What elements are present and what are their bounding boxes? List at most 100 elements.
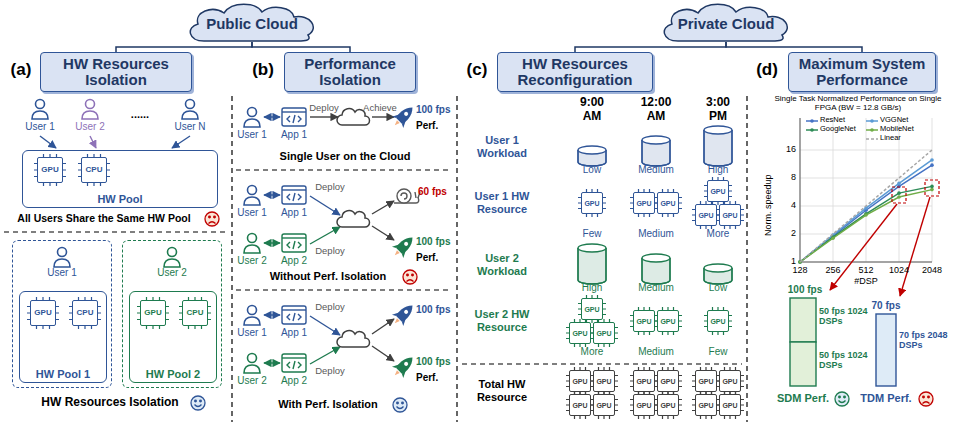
rocket-flame [393, 250, 399, 256]
text-label: 100 fps [416, 236, 454, 248]
face-mouth [923, 402, 930, 404]
node-text: HW Resources Reconfiguration [504, 56, 646, 89]
rocket-fins [392, 241, 409, 258]
face-eye [412, 274, 414, 276]
text-label: Deploy [310, 182, 350, 193]
text-label: User 1 [232, 207, 272, 219]
section-divider [236, 169, 452, 170]
row-header: User 2 HW Resource [462, 308, 542, 333]
legend-text: GoogleNet [820, 125, 856, 134]
text-label: Medium [630, 228, 682, 240]
user-body [32, 111, 48, 119]
user-head [248, 234, 257, 243]
database-icon [704, 264, 732, 284]
gpu-chip: GPU [633, 370, 655, 392]
axis-tick: 4 [776, 200, 796, 210]
rocket-body [395, 354, 416, 375]
node-text: GPU [596, 402, 611, 409]
user-head [168, 248, 177, 257]
text-label: User 2 [232, 375, 272, 387]
tree-connector [575, 42, 726, 52]
axis-tick: 2 [776, 228, 796, 238]
chip-pins [566, 367, 594, 395]
sad-face [205, 212, 219, 226]
gpu-chip: GPU [569, 394, 591, 416]
db-side [578, 248, 606, 284]
rocket-body [395, 234, 416, 255]
section-header: HW Resources Isolation [40, 52, 192, 92]
axis-title: Norm. speedup [763, 170, 773, 240]
user-body [164, 259, 180, 267]
panel-separators [4, 96, 747, 422]
node-text: CPU [187, 309, 204, 317]
app-title-bar [282, 111, 306, 112]
panel-letter: (c) [462, 60, 492, 80]
node-text: User 1 [13, 267, 111, 278]
code-glyph [287, 193, 301, 201]
data-series [800, 150, 932, 262]
rocket-window [403, 309, 409, 315]
arrow [264, 194, 280, 195]
gpu-chip: GPU [695, 394, 717, 416]
node-text: HW Resources Isolation [47, 56, 185, 89]
gpu-chip: GPU [707, 310, 729, 332]
text-label: High [692, 164, 744, 176]
data-marker [930, 163, 934, 167]
app-title-bar [282, 309, 306, 310]
gpu-chip: GPU [633, 310, 655, 332]
panel-letter: (d) [752, 60, 782, 80]
chip-pins [578, 189, 606, 217]
cloud-outline [190, 4, 313, 41]
node-text: GPU [660, 378, 675, 385]
row-header: User 1 HW Resource [462, 190, 542, 215]
node-text: GPU [722, 402, 737, 409]
node-text: GPU [660, 200, 675, 207]
app-title-bar [282, 189, 306, 190]
axis-tick: 128 [788, 265, 812, 275]
arrow [372, 226, 394, 240]
cloud-title: Public Cloud [182, 2, 322, 42]
text-label: Low [566, 164, 618, 176]
text-label: App 2 [276, 255, 312, 267]
grid-line [833, 118, 834, 262]
panel-letter: (a) [6, 60, 36, 80]
chip-pins [692, 367, 720, 395]
gpu-chip: GPU [719, 370, 741, 392]
face-eye [928, 396, 930, 398]
node-text: GPU [660, 318, 675, 325]
db-top [642, 136, 670, 144]
arrow [900, 197, 930, 296]
user-icon [182, 100, 198, 120]
chart-grid [800, 118, 932, 262]
gpu-chip: GPU [633, 394, 655, 416]
chip-pins [630, 307, 658, 335]
node-text: GPU [584, 200, 599, 207]
bar-annotation: SDM Perf. [774, 392, 832, 405]
user-head [58, 248, 67, 257]
text-label: App 1 [276, 327, 312, 339]
app-window [282, 306, 306, 324]
rocket-body [395, 104, 416, 125]
node-text: Public Cloud [206, 15, 298, 32]
sdm-bar-segment [790, 342, 816, 386]
user-region: User 2 HW Pool 2GPUCPU [122, 240, 222, 388]
axis-title: #DSP [851, 276, 881, 286]
node-text: User 2 [123, 267, 221, 278]
rocket-fins [392, 111, 409, 128]
app-window [282, 234, 306, 252]
node-text: GPU [698, 212, 713, 219]
hw-pool-box: HW Pool 2GPUCPU [129, 291, 217, 383]
code-glyph [287, 361, 301, 369]
legend-marker [810, 119, 814, 123]
app-icon [282, 186, 306, 204]
user-head [248, 306, 257, 315]
gpu-chip: GPU [633, 192, 655, 214]
node-text: GPU [572, 378, 587, 385]
text-label: Deploy [310, 366, 350, 377]
axis-tick: 512 [854, 265, 878, 275]
user-icon [244, 234, 260, 254]
text-label: Low [692, 282, 744, 294]
app-icon [282, 306, 306, 324]
rocket-flame [393, 370, 399, 376]
user-body [244, 317, 260, 325]
